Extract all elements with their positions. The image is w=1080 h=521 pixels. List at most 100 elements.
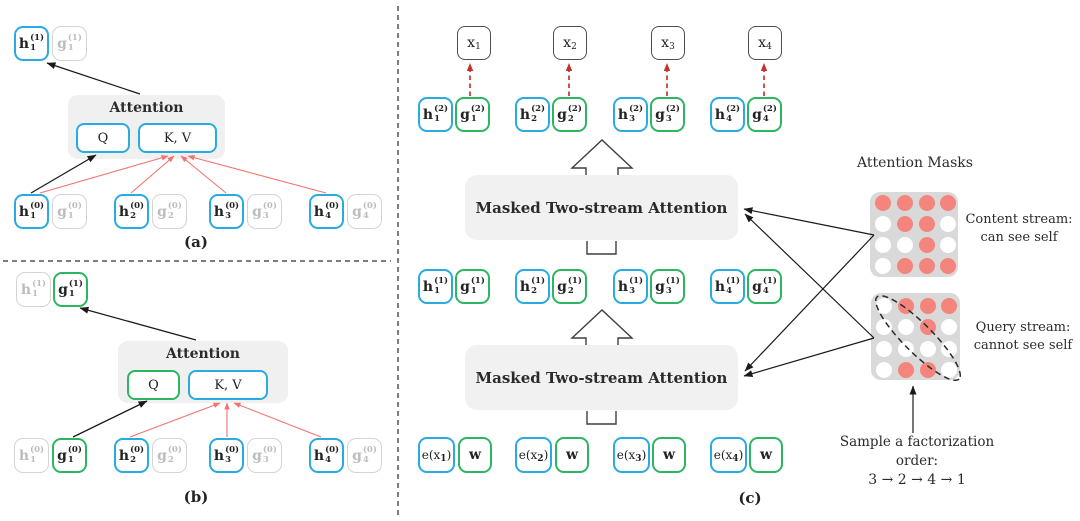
node-superscript: (0): [225, 201, 240, 212]
node-superscript: (1): [32, 279, 47, 290]
node-scripts: (0)2: [167, 201, 182, 221]
node-superscript: (0): [67, 201, 82, 212]
node-text: g: [557, 278, 567, 295]
node-text: g: [57, 35, 67, 52]
node-h4-l0: h(0)4: [309, 194, 344, 229]
node-subscript: 3: [665, 285, 672, 296]
mask-dot-attend: [920, 298, 936, 314]
mask-dot-attend: [875, 195, 891, 211]
masked-attention-box-bottom: Masked Two-stream Attention: [465, 345, 738, 410]
mask-dot-blocked: [876, 298, 892, 314]
node-subscript: 3: [635, 453, 642, 464]
node-text: x: [563, 35, 572, 51]
node-text: h: [617, 278, 629, 295]
node-text: h: [18, 203, 30, 220]
node-scripts: (1)1: [32, 279, 47, 299]
node-subscript: 1: [470, 285, 477, 296]
kv-link: [233, 402, 322, 438]
mask-dot-attend: [919, 216, 935, 232]
node-w: w: [555, 437, 589, 473]
node-superscript: (0): [167, 201, 182, 212]
node-text: g: [58, 281, 68, 298]
node-scripts: (1)3: [665, 276, 680, 296]
node-superscript: (0): [167, 445, 182, 456]
mask-dot-attend: [941, 298, 957, 314]
node-g4-l0: g(0)4: [347, 438, 382, 473]
prediction-arrows: [466, 63, 768, 96]
mask-dot-blocked: [876, 319, 892, 335]
node-scripts: (1)1: [69, 279, 83, 299]
node-g3-l0: g(0)3: [247, 194, 282, 229]
node-subscript: 2: [167, 454, 174, 465]
node-scripts: (1)1: [68, 33, 82, 53]
node-text: x: [758, 35, 767, 51]
node-scripts: (0)3: [225, 201, 240, 221]
node-g3-l0: g(0)3: [247, 438, 282, 473]
node-subscript: 1: [434, 113, 441, 124]
node-g2-l0: g(0)2: [152, 194, 187, 229]
node-scripts: (0)1: [30, 201, 45, 221]
key-value-box-a: K, V: [138, 123, 217, 153]
node-g4-l2: g(2)4: [747, 97, 782, 132]
node-text: w: [759, 447, 773, 463]
node-text: g: [752, 278, 762, 295]
node-scripts: (2)3: [629, 104, 643, 124]
node-text: h: [617, 106, 629, 123]
node-text: e(x: [616, 448, 636, 462]
key-value-label: K, V: [163, 130, 192, 146]
node-superscript: (0): [130, 201, 145, 212]
node-text: h: [118, 203, 130, 220]
node-subscript: 1: [475, 41, 481, 52]
mask-dot-blocked: [898, 319, 914, 335]
factorization-order-note: Sample a factorization order: 3 → 2 → 4 …: [822, 433, 1012, 490]
node-h3-l0: h(0)3: [209, 438, 244, 473]
node-superscript: (0): [30, 201, 45, 212]
node-text: g: [752, 106, 762, 123]
node-subscript: 4: [762, 285, 769, 296]
mask-dot-blocked: [875, 237, 891, 253]
node-scripts: (1)1: [434, 276, 448, 296]
node-subscript: 3: [629, 113, 636, 124]
node-scripts: (0)3: [263, 201, 277, 221]
factorization-note-line1: Sample a factorization order:: [839, 434, 995, 469]
node-scripts: (0)1: [68, 445, 82, 465]
query-label: Q: [97, 130, 109, 146]
node-superscript: (1): [629, 276, 644, 287]
node-subscript: 2: [567, 285, 574, 296]
node-g3-l1: g(1)3: [650, 269, 685, 304]
node-superscript: (0): [362, 445, 377, 456]
node-text: g: [655, 278, 665, 295]
node-g1-l2: g(2)1: [455, 97, 490, 132]
masked-attention-label: Masked Two-stream Attention: [475, 368, 728, 387]
node-subscript: 2: [130, 210, 137, 221]
node-text: g: [57, 447, 67, 464]
attention-masks-title: Attention Masks: [857, 155, 973, 171]
mask-dot-blocked: [941, 319, 957, 335]
key-value-label: K, V: [214, 377, 242, 393]
node-superscript: (1): [665, 276, 680, 287]
node-g4-l1: g(1)4: [747, 269, 782, 304]
content-mask-caption: Content stream: can see self: [956, 211, 1080, 246]
kv-link: [129, 402, 221, 438]
node-superscript: (0): [130, 445, 145, 456]
node-h1-l2: h(2)1: [418, 97, 453, 132]
node-subscript: 2: [537, 453, 544, 464]
node-superscript: (2): [762, 104, 777, 115]
node-text: ): [543, 448, 549, 462]
node-subscript: 3: [262, 454, 269, 465]
node-text: h: [422, 278, 434, 295]
mask-dot-attend: [898, 362, 914, 378]
node-scripts: (2)4: [726, 104, 740, 124]
node-scripts: (2)2: [568, 104, 582, 124]
node-superscript: (2): [434, 104, 449, 115]
node-text: g: [460, 278, 470, 295]
mask-dot-attend: [920, 362, 936, 378]
mask-dot-blocked: [940, 216, 956, 232]
node-text: g: [57, 203, 67, 220]
node-w: w: [749, 437, 783, 473]
node-g1-l1: g(1)1: [53, 272, 88, 307]
node-superscript: (0): [225, 445, 240, 456]
node-scripts: (0)2: [130, 201, 145, 221]
